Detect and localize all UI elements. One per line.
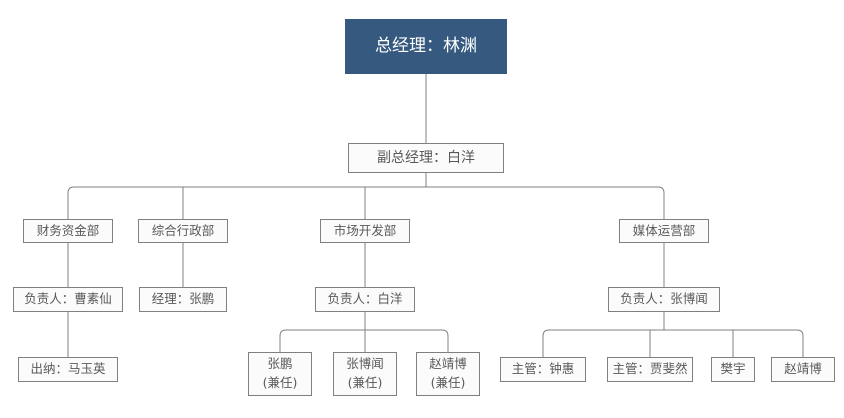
org-node-label: 赵靖博 — [784, 361, 822, 377]
org-node-label: 副总经理：白洋 — [377, 149, 475, 166]
org-node-label-line1: 张博闻 — [346, 356, 384, 372]
org-node-media-member-1: 主管：钟惠 — [500, 357, 586, 382]
org-node-market-member-2: 张博闻 (兼任) — [333, 352, 397, 396]
org-node-market-lead: 负责人：白洋 — [315, 287, 415, 312]
org-node-media-member-4: 赵靖博 — [771, 357, 835, 382]
org-node-label: 市场开发部 — [333, 222, 397, 238]
org-node-finance-lead: 负责人：曹素仙 — [13, 287, 123, 312]
org-node-label: 经理：张鹏 — [151, 291, 215, 307]
org-node-label: 总经理：林渊 — [375, 35, 477, 56]
org-node-media-dept: 媒体运营部 — [619, 219, 709, 243]
org-node-media-member-2: 主管：贾斐然 — [607, 357, 693, 382]
org-node-label: 财务资金部 — [36, 222, 100, 238]
org-node-deputy-general-manager: 副总经理：白洋 — [348, 143, 504, 173]
org-node-label: 负责人：曹素仙 — [24, 291, 112, 307]
org-node-cashier: 出纳：马玉英 — [18, 357, 118, 382]
org-node-label-line1: 赵靖博 — [429, 356, 467, 372]
org-node-label: 主管：贾斐然 — [612, 361, 688, 377]
org-node-label: 出纳：马玉英 — [30, 361, 106, 377]
org-node-label: 主管：钟惠 — [511, 361, 575, 377]
org-node-admin-manager: 经理：张鹏 — [139, 287, 227, 312]
org-node-label-line2: (兼任) — [430, 375, 466, 390]
org-node-label: 综合行政部 — [151, 222, 215, 238]
org-node-general-manager: 总经理：林渊 — [345, 19, 507, 74]
org-node-market-member-3: 赵靖博 (兼任) — [416, 352, 480, 396]
org-node-label-line2: (兼任) — [347, 375, 383, 390]
org-node-label-line2: (兼任) — [262, 375, 298, 390]
org-node-finance-dept: 财务资金部 — [23, 219, 113, 243]
org-node-label: 樊宇 — [720, 361, 746, 377]
org-node-market-dept: 市场开发部 — [320, 219, 410, 243]
org-node-media-lead: 负责人：张博闻 — [608, 287, 720, 312]
org-node-market-member-1: 张鹏 (兼任) — [248, 352, 312, 396]
org-node-media-member-3: 樊宇 — [711, 357, 755, 382]
org-node-label: 媒体运营部 — [632, 222, 696, 238]
org-node-label: 负责人：张博闻 — [620, 291, 708, 307]
org-node-label-line1: 张鹏 — [267, 356, 293, 372]
org-node-label: 负责人：白洋 — [327, 291, 403, 307]
org-node-admin-dept: 综合行政部 — [138, 219, 228, 243]
